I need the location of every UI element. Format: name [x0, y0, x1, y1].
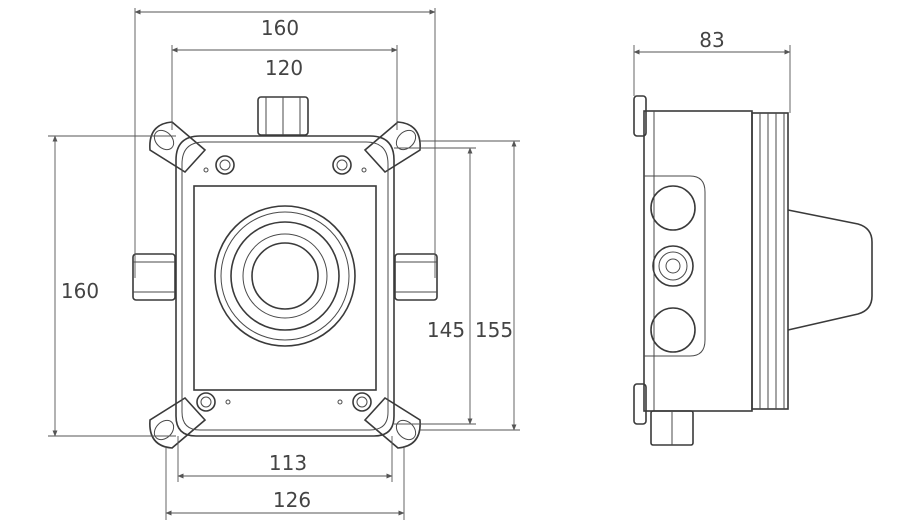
dim-height-a: 145	[427, 318, 465, 342]
mounting-ear-top-right	[363, 121, 421, 174]
top-outlet	[257, 96, 309, 136]
right-outlet	[394, 253, 438, 301]
dim-bottom-outer: 126	[273, 488, 311, 512]
screws	[196, 155, 372, 412]
knob	[787, 209, 873, 331]
dim-height-b: 155	[475, 318, 513, 342]
front-view	[132, 96, 438, 449]
dimension-labels: 160 120 83 160 145 155 113 126	[61, 16, 725, 512]
dim-outer-height: 160	[61, 279, 99, 303]
mounting-ear-top-left	[149, 121, 207, 174]
side-view	[633, 95, 873, 446]
housing-outline	[175, 135, 395, 437]
central-port	[214, 205, 356, 347]
left-outlet	[132, 253, 176, 301]
dimension-lines	[48, 8, 791, 520]
dim-depth: 83	[699, 28, 724, 52]
dim-bottom-inner: 113	[269, 451, 307, 475]
dim-inner-width: 120	[265, 56, 303, 80]
dim-outer-width: 160	[261, 16, 299, 40]
cover-plate	[193, 185, 377, 391]
